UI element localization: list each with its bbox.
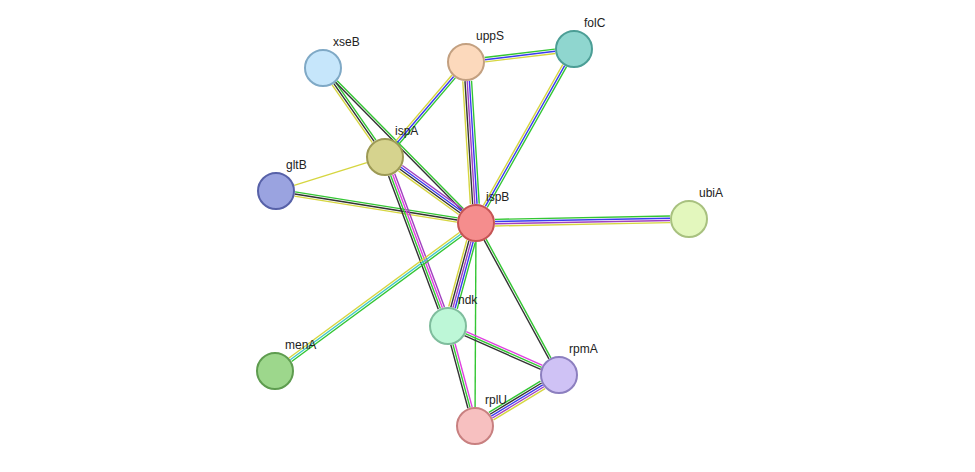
evidence-line: [396, 75, 452, 141]
protein-node: ispB: [457, 204, 495, 242]
evidence-line: [294, 196, 456, 222]
protein-label: folC: [584, 16, 605, 30]
interaction-edge: [495, 216, 670, 226]
protein-node: ndk: [429, 307, 467, 345]
interaction-edge: [485, 49, 556, 62]
protein-node: xseB: [304, 49, 342, 87]
protein-node: rplU: [456, 407, 494, 445]
evidence-line: [295, 194, 457, 220]
evidence-line: [395, 174, 445, 307]
evidence-line: [391, 175, 441, 308]
evidence-line: [464, 336, 540, 370]
interaction-edge: [398, 165, 462, 214]
protein-label: ndk: [458, 293, 477, 307]
evidence-line: [466, 332, 542, 366]
interaction-edge: [463, 81, 479, 205]
evidence-line: [401, 167, 461, 211]
interaction-edge: [396, 75, 456, 144]
evidence-line: [292, 236, 462, 361]
evidence-line: [451, 345, 468, 408]
protein-node: rpmA: [540, 356, 578, 394]
protein-label: menA: [285, 338, 316, 352]
protein-node: ispA: [366, 138, 404, 176]
evidence-line: [485, 51, 555, 59]
evidence-line: [453, 344, 470, 407]
evidence-line: [474, 242, 476, 407]
interaction-edge: [389, 174, 445, 310]
protein-label: ispA: [395, 124, 418, 138]
protein-label: ispB: [486, 190, 509, 204]
protein-node: uppS: [447, 43, 485, 81]
interaction-edge: [475, 242, 477, 407]
evidence-line: [389, 176, 439, 309]
protein-label: xseB: [333, 35, 360, 49]
protein-label: rplU: [485, 393, 507, 407]
protein-node: folC: [555, 30, 593, 68]
evidence-line: [495, 223, 670, 226]
interaction-edge: [451, 344, 472, 408]
evidence-line: [486, 239, 551, 358]
evidence-line: [485, 49, 555, 57]
evidence-line: [400, 169, 460, 213]
evidence-line: [402, 165, 462, 209]
evidence-line: [393, 174, 443, 307]
evidence-line: [487, 67, 566, 208]
evidence-line: [483, 64, 562, 205]
protein-label: rpmA: [569, 342, 598, 356]
evidence-line: [485, 53, 555, 61]
evidence-line: [485, 66, 564, 207]
evidence-line: [484, 240, 549, 359]
protein-node: gltB: [257, 172, 295, 210]
evidence-line: [336, 82, 376, 140]
evidence-line: [465, 334, 541, 368]
protein-node: menA: [256, 352, 294, 390]
interaction-edge: [483, 64, 566, 207]
evidence-line: [463, 81, 471, 204]
evidence-line: [455, 344, 472, 407]
interaction-edge: [464, 332, 542, 370]
protein-label: uppS: [476, 29, 504, 43]
protein-node: ubiA: [670, 200, 708, 238]
interaction-edge: [484, 239, 551, 359]
protein-label: ubiA: [699, 186, 723, 200]
protein-label: gltB: [286, 158, 307, 172]
